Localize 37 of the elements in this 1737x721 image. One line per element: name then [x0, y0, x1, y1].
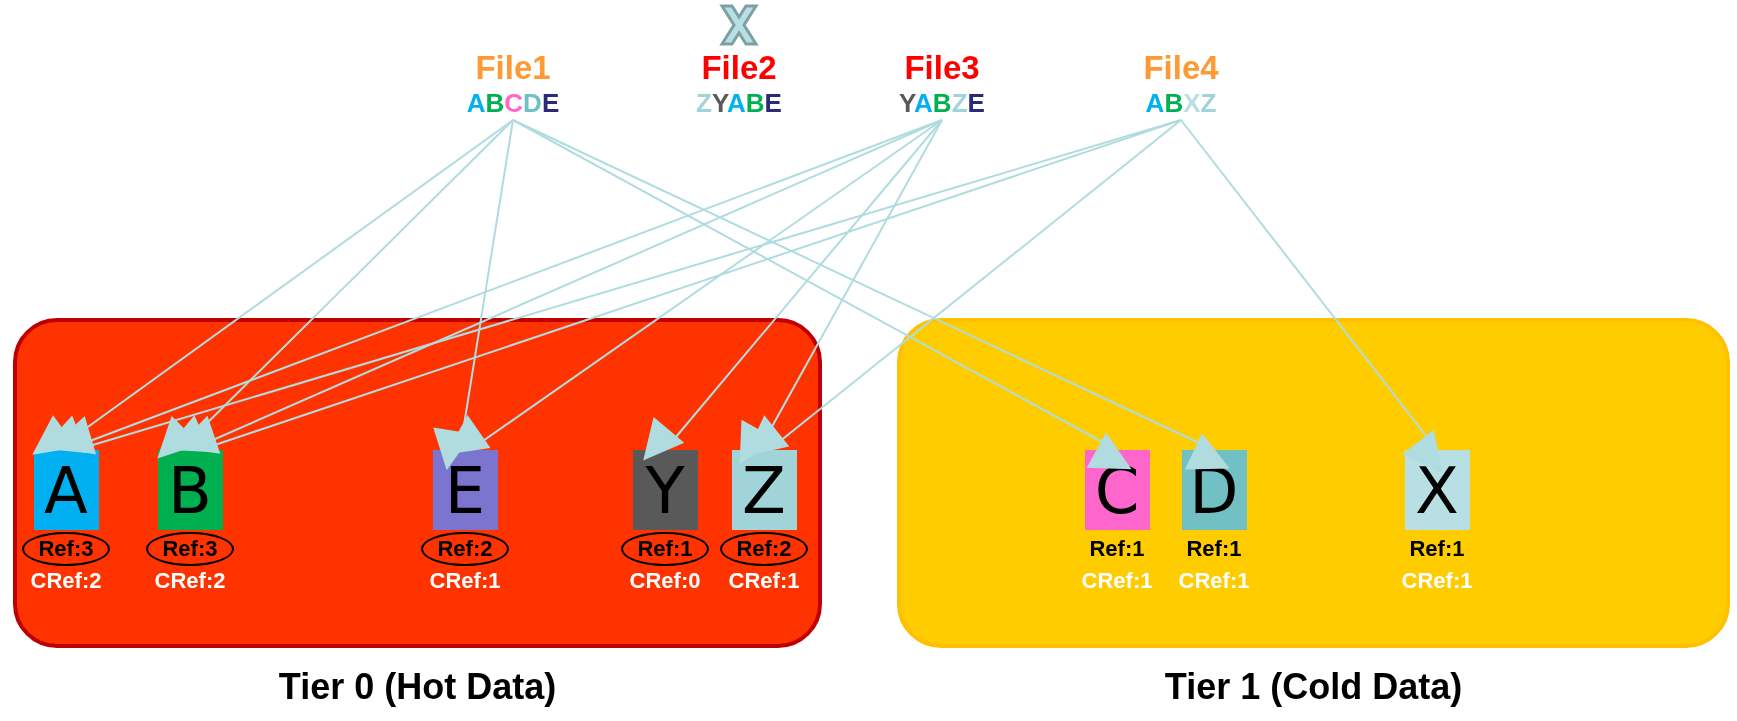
arrow	[157, 119, 514, 459]
ref-count: Ref:3	[22, 532, 110, 566]
cref-count: CRef:1	[429, 567, 501, 595]
ref-count: Ref:1	[1185, 535, 1243, 563]
data-block: Z	[731, 450, 797, 530]
file-name: File4	[1143, 48, 1219, 88]
cref-count: CRef:1	[728, 567, 800, 595]
block-sequence: ABXZ	[1145, 88, 1217, 118]
arrow	[739, 119, 943, 465]
tier-label: Tier 1 (Cold Data)	[1164, 666, 1463, 708]
arrow	[433, 119, 514, 471]
data-block: X	[1404, 450, 1470, 530]
cref-count: CRef:2	[30, 567, 102, 595]
cref-count: CRef:1	[1401, 567, 1473, 595]
cref-count: CRef:1	[1178, 567, 1250, 595]
arrow	[1180, 119, 1443, 474]
cref-count: CRef:1	[1081, 567, 1153, 595]
arrow	[643, 119, 943, 461]
cref-count: CRef:2	[154, 567, 226, 595]
ref-count: Ref:1	[1408, 535, 1466, 563]
ref-count: Ref:2	[720, 532, 808, 566]
data-block: Y	[632, 450, 698, 530]
ref-count: Ref:3	[146, 532, 234, 566]
file-name: File2	[701, 48, 777, 88]
file-name: File3	[904, 48, 980, 88]
data-block: E	[432, 450, 498, 530]
ref-count: Ref:1	[1088, 535, 1146, 563]
cref-count: CRef:0	[629, 567, 701, 595]
ref-count: Ref:1	[621, 532, 709, 566]
block-sequence: ZYABE	[696, 88, 782, 118]
block-sequence: YABZE	[899, 88, 985, 118]
ref-count: Ref:2	[421, 532, 509, 566]
data-block: A	[33, 450, 99, 530]
tier-label: Tier 0 (Hot Data)	[278, 666, 557, 708]
data-block: B	[157, 450, 223, 530]
block-sequence: ABCDE	[466, 88, 560, 118]
file-name: File1	[475, 48, 551, 88]
